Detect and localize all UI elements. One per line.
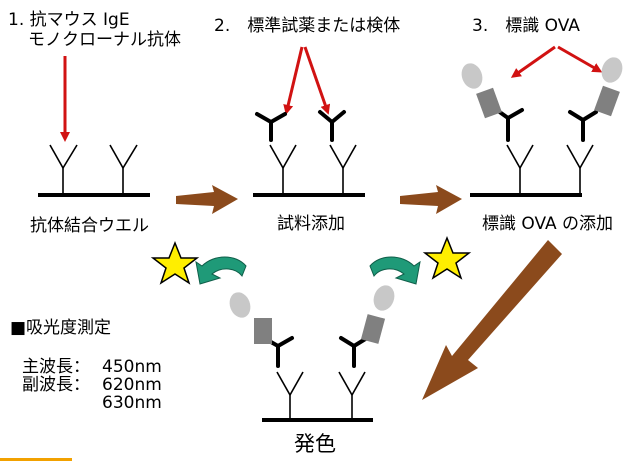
step3-label: 3. 標識 OVA	[472, 16, 580, 36]
ige-icon	[255, 112, 287, 142]
arrow-step3-left	[510, 45, 556, 78]
ige-icon	[568, 110, 598, 142]
stage-label-color: 発色	[294, 432, 336, 456]
main-wavelength-label: 主波長：	[22, 357, 90, 377]
antibody-icon	[506, 144, 534, 193]
step2-label: 2. 標準試薬または検体	[214, 16, 401, 36]
antibody-icon	[276, 371, 304, 418]
well-stage-1	[38, 144, 150, 197]
well-stage-3	[461, 57, 623, 197]
antibody-icon	[338, 371, 366, 418]
antibody-icon	[329, 144, 357, 193]
measurement-title: ■吸光度測定	[10, 318, 112, 338]
process-arrow-icon	[176, 185, 238, 214]
antibody-icon	[49, 144, 78, 193]
labeled-ova-icon	[229, 292, 272, 344]
antibody-icon	[109, 144, 138, 193]
sub-wavelength-label: 副波長：	[22, 375, 90, 395]
labeled-ova-icon	[461, 63, 502, 119]
main-wavelength-value: 450nm	[102, 357, 162, 377]
arrow-step2-left	[283, 46, 304, 115]
antibody-icon	[269, 144, 297, 193]
arrow-step3-right	[557, 45, 603, 73]
stage-label-well: 抗体結合ウエル	[30, 216, 149, 236]
stage-label-sample: 試料添加	[277, 214, 345, 234]
labeled-ova-icon	[360, 285, 395, 344]
step1-label-line2: モノクローナル抗体	[28, 30, 181, 50]
annotation-arrows	[60, 45, 603, 142]
stage-label-labeled: 標識 OVA の添加	[482, 214, 614, 234]
curved-arrow-icon	[369, 256, 421, 285]
ige-icon	[318, 110, 346, 142]
labeled-ova-icon	[594, 57, 623, 117]
accent-bar	[0, 458, 72, 461]
arrow-step2-right	[303, 46, 331, 115]
process-arrow-icon	[400, 185, 462, 214]
sub-wavelength-value-2: 630nm	[102, 393, 162, 413]
antibody-icon	[566, 144, 594, 193]
well-stage-2	[253, 110, 365, 197]
well-stage-4	[229, 285, 395, 422]
sub-wavelength-value-1: 620nm	[102, 375, 162, 395]
star-icon	[150, 240, 200, 285]
curved-arrow-icon	[195, 256, 247, 285]
ige-icon	[339, 336, 369, 368]
star-icon	[422, 235, 472, 280]
process-arrow-icon	[422, 240, 562, 400]
step1-label-line1: 1. 抗マウス IgE	[8, 10, 130, 30]
